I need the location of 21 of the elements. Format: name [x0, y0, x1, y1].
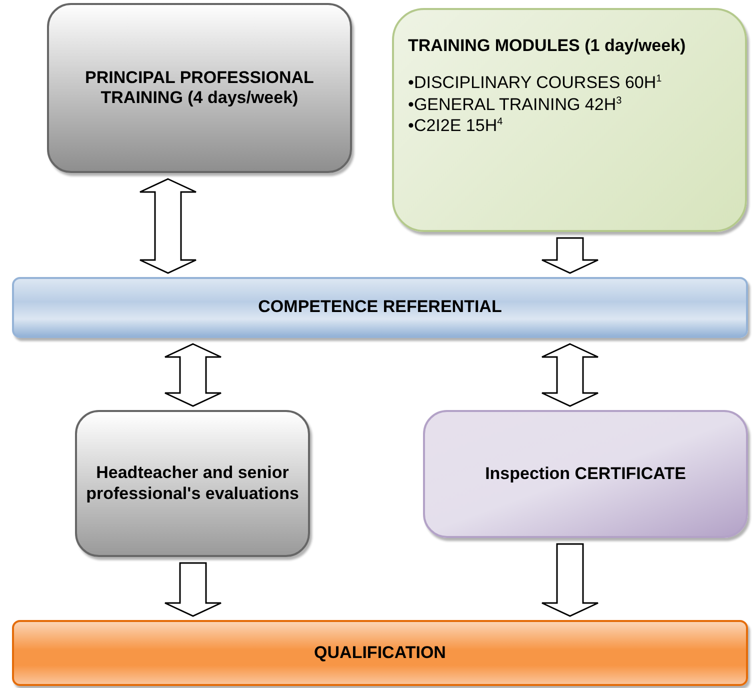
- list-item: •GENERAL TRAINING 42H$^{3}$: [408, 94, 622, 115]
- box-label: PRINCIPAL PROFESSIONAL TRAINING (4 days/week): [84, 68, 315, 108]
- rounded-box: [392, 8, 747, 232]
- block-arrow: [139, 178, 197, 274]
- box-label: QUALIFICATION: [314, 642, 446, 664]
- rounded-box: [47, 3, 352, 173]
- box-label: Headteacher and senior professional's evaluations: [85, 463, 300, 504]
- rounded-box: [12, 277, 748, 338]
- box-label: Inspection CERTIFICATE: [485, 464, 686, 484]
- rounded-box: [423, 410, 748, 538]
- block-arrow: [541, 543, 599, 617]
- rounded-box: [75, 410, 310, 557]
- list-item: •DISCIPLINARY COURSES 60H$^{1}$: [408, 72, 662, 94]
- block-arrow: [164, 562, 222, 617]
- box-heading: TRAINING MODULES (1 day/week): [408, 36, 686, 56]
- box-label: COMPETENCE REFERENTIAL: [258, 297, 502, 318]
- block-arrow: [164, 343, 222, 407]
- block-arrow: [541, 343, 599, 407]
- list-item: •C2I2E 15H$^{4}$: [408, 114, 503, 136]
- block-arrow: [541, 237, 599, 274]
- rounded-box: [12, 620, 748, 686]
